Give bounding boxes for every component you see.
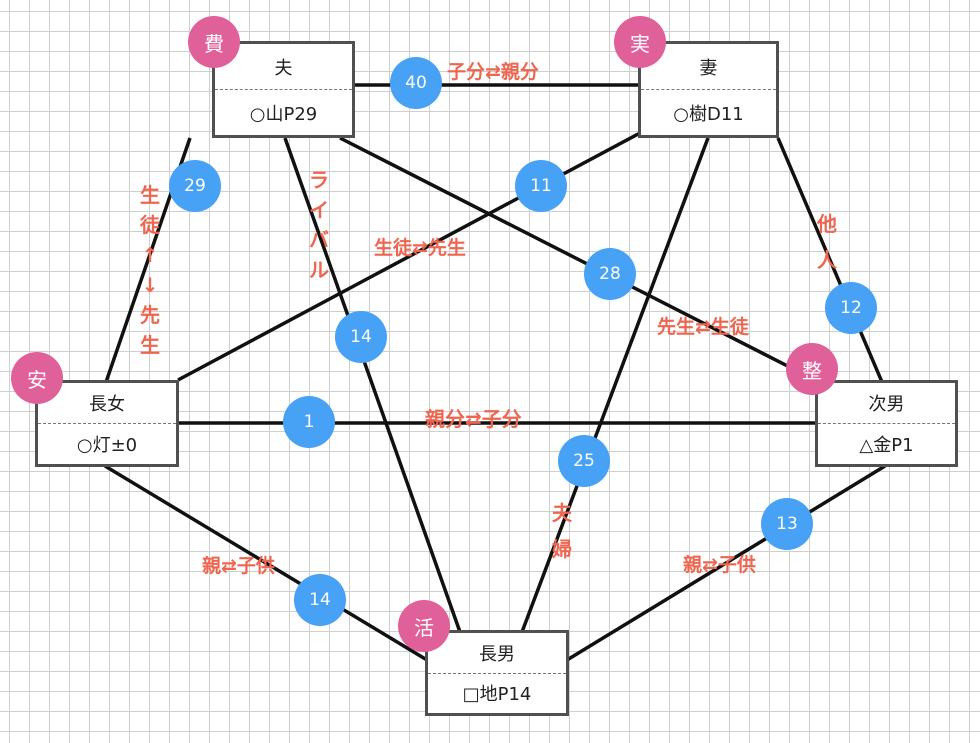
line-second-son-eldest-son	[566, 464, 886, 662]
badge-eldest-son: 活	[398, 600, 450, 652]
badge-second-son: 整	[786, 343, 838, 395]
num-daughter-eldest-son: 14	[294, 574, 346, 626]
label-second-son-eldest-son: 親⇄子供	[683, 554, 756, 576]
node-second-son-name: 次男	[818, 383, 955, 424]
label-wife-second-son-vertical: 他人	[817, 212, 837, 272]
label-wife-daughter: 生徒⇄先生	[374, 237, 466, 259]
label-husband-eldest-son-vertical: ライバル	[309, 168, 329, 282]
label-husband-daughter-vertical: 生徒↑↓先生	[140, 183, 160, 357]
num-husband-daughter: 29	[169, 160, 221, 212]
num-second-son-eldest-son: 13	[761, 498, 813, 550]
num-wife-second-son: 12	[825, 282, 877, 334]
node-second-son-value: △金P1	[859, 435, 914, 456]
badge-husband: 費	[188, 16, 240, 68]
node-wife-value: ○樹D11	[673, 103, 744, 125]
line-wife-second-son	[776, 137, 884, 383]
label-husband-second-son: 先生⇄生徒	[657, 316, 749, 338]
label-husband-wife: 子分⇄親分	[447, 61, 539, 83]
num-husband-wife: 40	[390, 57, 442, 109]
node-husband-name: 夫	[215, 44, 352, 90]
num-husband-eldest-son: 14	[335, 311, 387, 363]
label-wife-eldest-son-vertical: 夫婦	[552, 501, 572, 561]
line-wife-eldest-son	[520, 137, 710, 633]
label-daughter-second-son: 親分⇄子分	[425, 407, 522, 431]
node-eldest-son-name: 長男	[428, 633, 566, 674]
line-husband-second-son	[339, 136, 816, 382]
node-wife[interactable]: 妻 ○樹D11	[638, 41, 779, 138]
num-wife-eldest-son: 25	[558, 435, 610, 487]
node-wife-name: 妻	[641, 44, 776, 90]
label-daughter-eldest-son: 親⇄子供	[202, 555, 275, 577]
line-husband-eldest-son	[283, 137, 462, 633]
node-eldest-son-value: □地P14	[462, 684, 532, 706]
node-eldest-son[interactable]: 長男 □地P14	[425, 630, 569, 716]
node-second-son[interactable]: 次男 △金P1	[815, 380, 958, 467]
num-wife-daughter: 11	[515, 160, 567, 212]
badge-wife: 実	[614, 16, 666, 68]
badge-eldest-daughter: 安	[11, 352, 63, 404]
node-eldest-daughter[interactable]: 長女 ○灯±0	[35, 380, 179, 467]
node-eldest-daughter-value: ○灯±0	[76, 435, 138, 456]
node-husband[interactable]: 夫 ○山P29	[212, 41, 355, 138]
node-husband-value: ○山P29	[249, 103, 318, 125]
num-husband-second-son: 28	[584, 248, 636, 300]
node-eldest-daughter-name: 長女	[38, 383, 176, 424]
line-daughter-eldest-son	[104, 464, 428, 662]
num-daughter-second-son: 1	[283, 396, 335, 448]
